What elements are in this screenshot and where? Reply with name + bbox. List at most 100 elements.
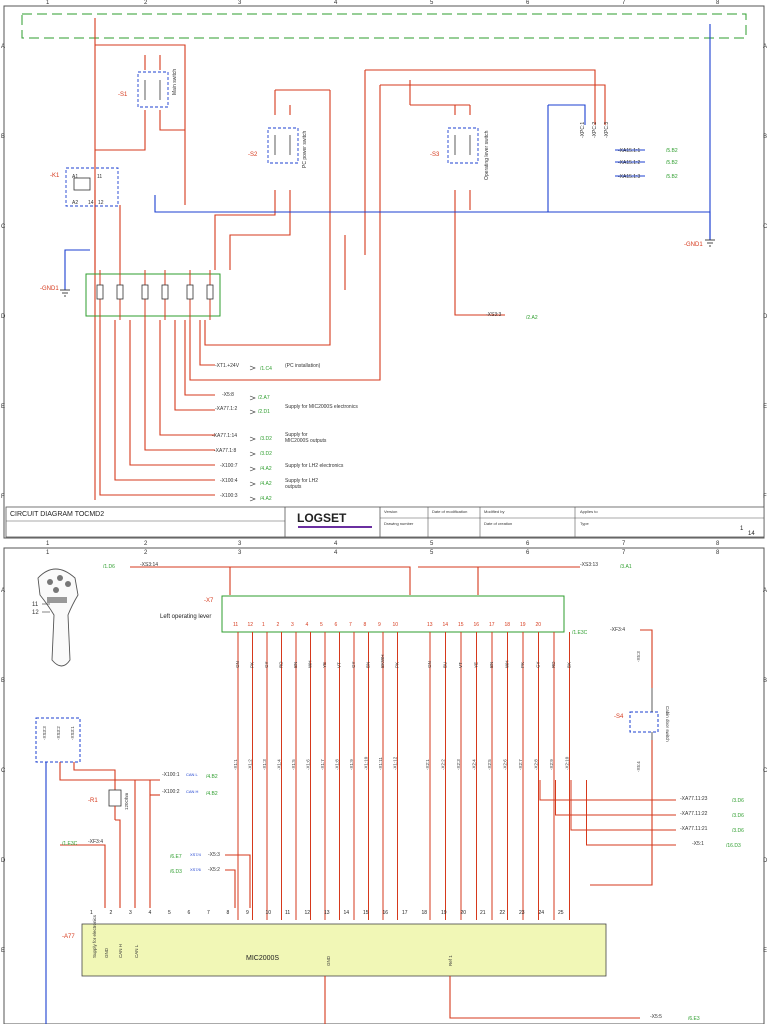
out-ref-0: -XT1.+24V [215,363,240,369]
xs3-target: /2.A2 [526,315,538,321]
sheet-2-frame [3,547,765,1024]
outr-target-2: /3.D6 [732,828,744,834]
can-sig-1: CAN H [186,789,199,794]
r1-ref: -R1 [88,798,98,804]
output-references: -XT1.+24V /1.C4 (PC installation) -X5:8 … [212,363,358,502]
term-right-7: -X2:8 [534,759,539,770]
term-right-4: -X2:5 [487,759,492,770]
col-7: 7 [622,0,626,6]
mic-pin-3: 3 [129,910,132,916]
xf3-ref: -XF3:4 [88,839,103,845]
s2-col-7: 7 [622,550,626,556]
term-right-1: -X2:2 [441,759,446,770]
mic2000s-module [81,923,607,977]
row-D-right: D [763,314,768,320]
term-left-7: -X1:8 [335,759,340,770]
sheet-2: 1 2 3 4 5 6 7 8 A B C D E A B C D E [1,547,768,1024]
lever-pin-15: 15 [458,622,464,628]
s3-ref: -S3 [430,152,440,158]
sw-from: /1.E3C [572,630,588,636]
mic-label-can-l: CAN L [134,944,139,958]
s3-name: Operating lever switch [484,130,490,180]
mic-ref: -A77 [62,934,75,940]
row-C-right: C [763,224,768,230]
wire-color-20: RD [551,661,556,668]
page-total: 14 [748,531,755,537]
mic-pin-23: 23 [519,910,525,916]
wire-color-19: GY [536,661,541,668]
title-block: CIRCUIT DIAGRAM TOCMD2 LOGSET Version Da… [5,506,765,538]
pc-target-1: /5.B2 [666,148,678,154]
term-left-4: -X1:5 [291,759,296,770]
col-1: 1 [46,0,50,6]
joystick-label-12: 12 [32,610,39,616]
wire-color-17: WH [505,661,510,669]
col-3: 3 [238,0,242,6]
row-E: E [1,404,5,410]
xs3-box-3: -XS3:3 [42,726,47,740]
sheet-2-rows: A B C D E A B C D E [1,588,768,954]
mic-pin-21: 21 [480,910,486,916]
wire-color-1: PK [250,662,255,668]
bcol-2: 2 [144,541,148,547]
s2-row-A-r: A [763,588,767,594]
s1-name: Main switch [172,69,178,95]
k1-pin-11: 11 [97,174,102,180]
bcol-6: 6 [526,541,530,547]
fuse-block [85,273,221,317]
s2-row-E-r: E [763,948,767,954]
mic-inner-ref1: Ref 1 [448,955,453,966]
row-F: F [1,494,5,500]
mic-pin-11: 11 [285,910,290,916]
date-creation-label: Date of creation [484,521,512,526]
wire-color-6: YE [322,662,327,668]
s2-row-B: B [1,678,5,684]
mic-pin-15: 15 [363,910,369,916]
right-out-refs: -XA77.11:23 /3.D6 -XA77.11:22 /3.D6 -XA7… [680,796,744,849]
lever-pin-14: 14 [443,622,449,628]
xs3-from: /1.D6 [103,564,115,570]
k1-pin-14: 14 [88,200,94,206]
gnd1-left: -GND1 [40,286,59,292]
s2-row-C-r: C [763,768,768,774]
term-right-8: -X2:9 [549,759,554,770]
mic-pin-20: 20 [461,910,467,916]
pc-ref-2: -XA15.1:2 [618,160,640,166]
lever-pin-18: 18 [505,622,511,628]
s2-row-B-r: B [763,678,767,684]
resistor-r1: -R1 120Ohm [88,789,129,908]
mic-pin-2: 2 [110,910,113,916]
col-5: 5 [430,0,434,6]
term-right-5: -X2:6 [503,759,508,770]
outr-wire-1 [555,780,676,816]
xs3-box-1: -XS3:1 [70,726,75,740]
mic-pin-6: 6 [188,910,191,916]
out-note-0: (PC installation) [285,363,321,369]
date-mod-label: Date of modification [432,509,467,514]
bcol-3: 3 [238,541,242,547]
wire-color-4: BN [293,662,298,668]
row-E-right: E [763,404,767,410]
pc-ref-1: -XA15.1:1 [618,148,640,154]
mic-pin-5: 5 [168,910,171,916]
row-letters: A B C D E F A B C D E F [1,44,768,500]
mic-pin-19: 19 [441,910,447,916]
col-8: 8 [716,0,720,6]
sheet2-top-refs: /1.D6 -XS3:14 -XS3:13 /3.A1 [103,562,632,570]
mic-pin-22: 22 [500,910,506,916]
lever-pin-11: 11 [233,622,238,628]
bottom-target: /6.E3 [688,1016,700,1022]
switch-symbols [65,71,479,207]
s2-col-3: 3 [238,550,242,556]
lever-wires [237,632,676,920]
mic-pin-25: 25 [558,910,564,916]
out-ref-2: -XA77.1:2 [215,406,237,412]
out-note-5: Supply for LH2 electronics [285,463,344,469]
lever-pin-16: 16 [474,622,480,628]
mic-label-gnd: GND [104,947,109,958]
mic-pin-7: 7 [207,910,210,916]
col-2: 2 [144,0,148,6]
